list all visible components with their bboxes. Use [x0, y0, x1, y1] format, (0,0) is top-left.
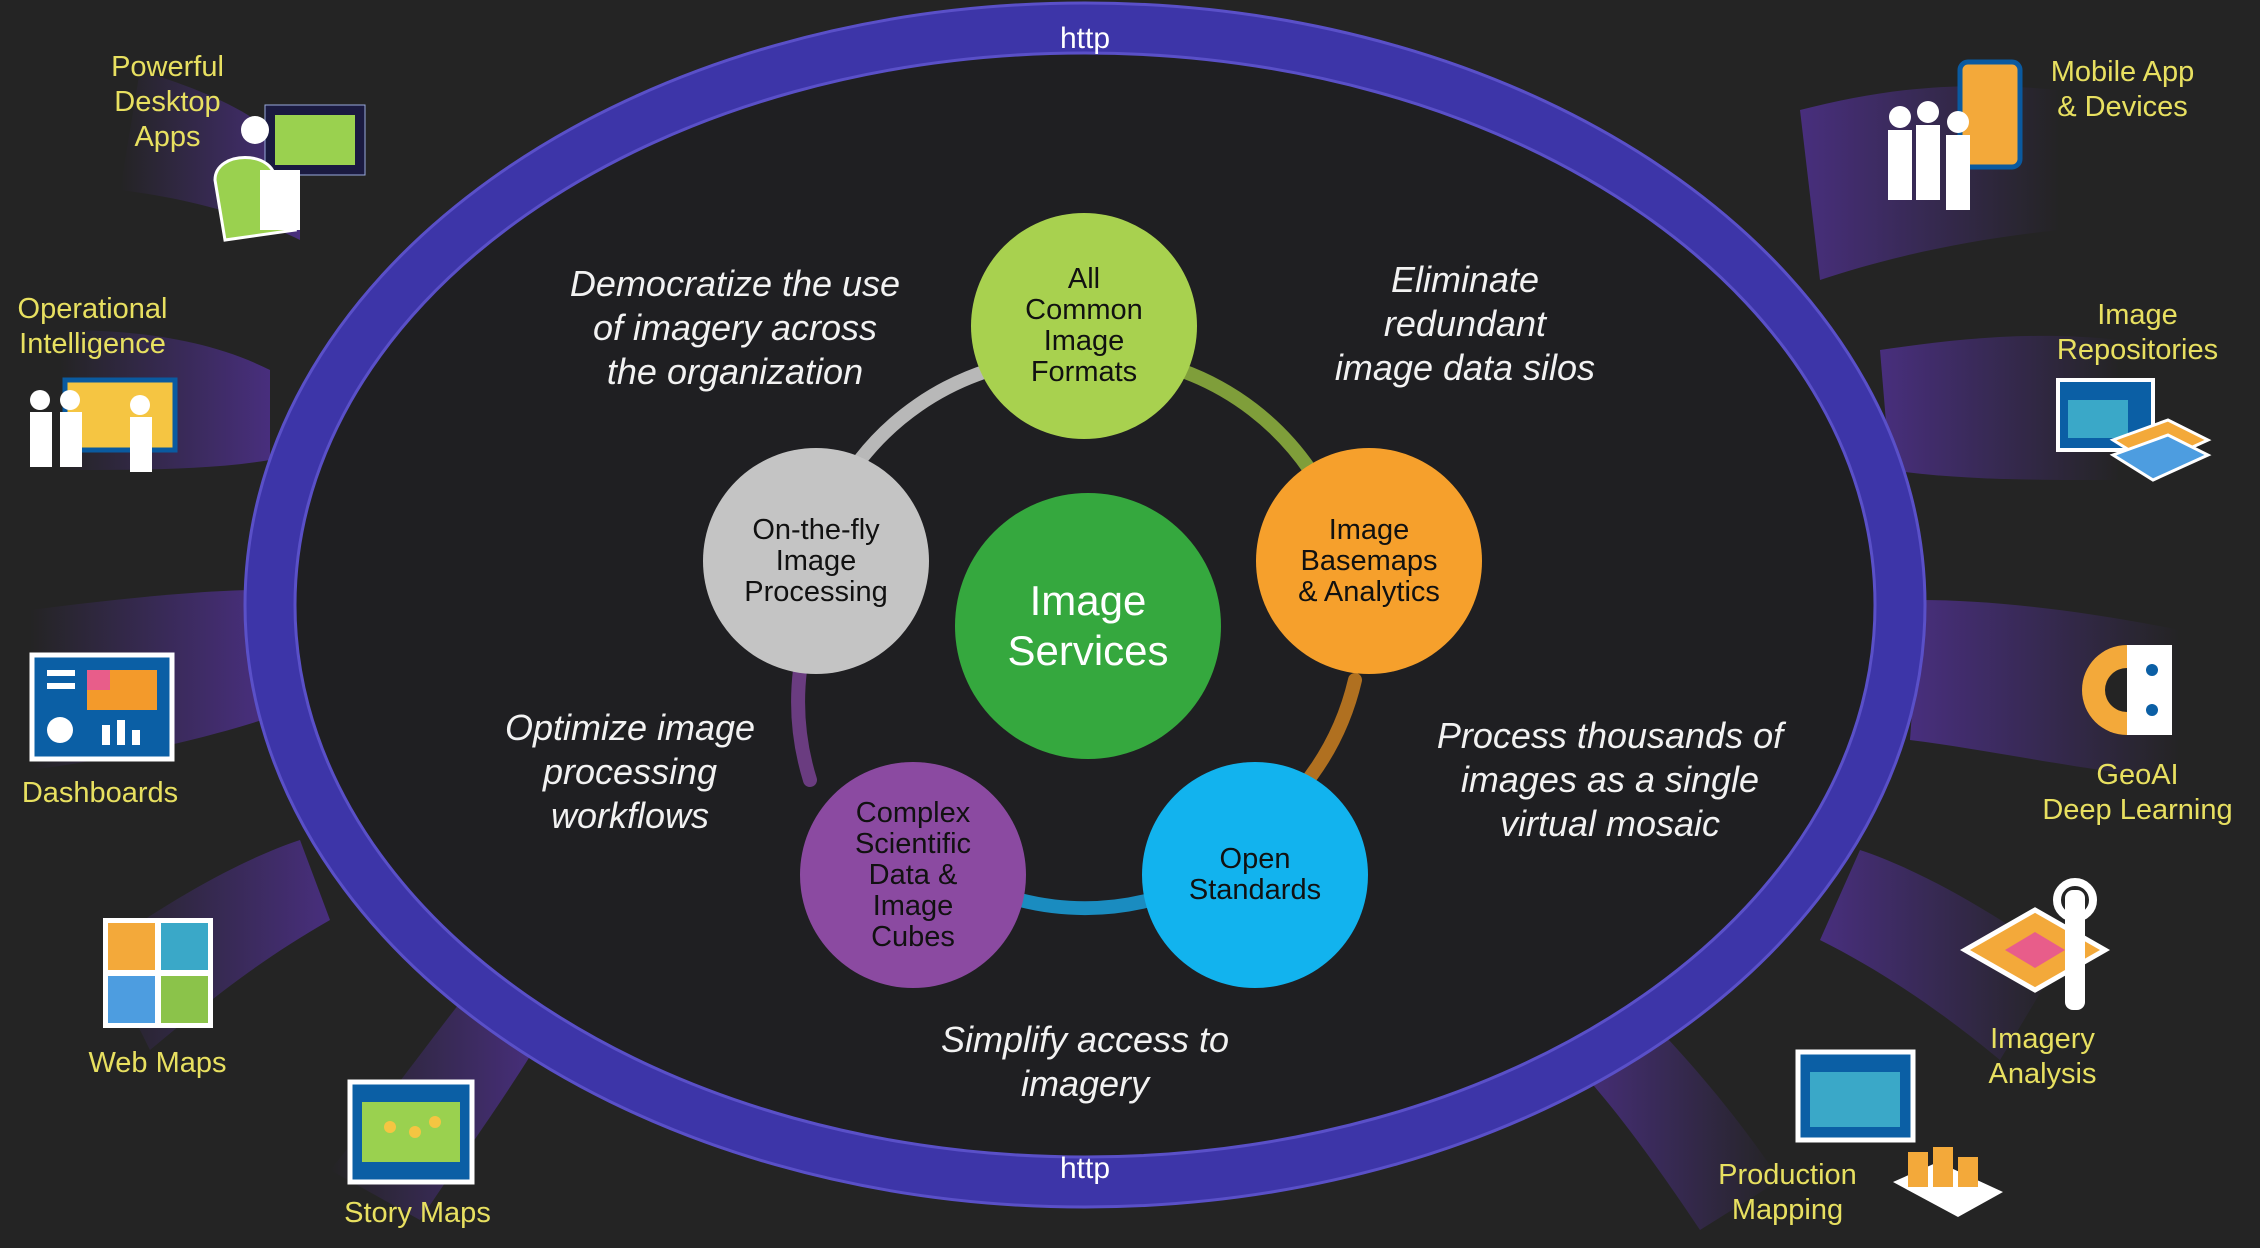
statement-process: Process thousands of images as a single … — [1436, 715, 1784, 844]
web-map-icon — [103, 918, 213, 1028]
statement-democratize: Democratize the use of imagery across th… — [569, 263, 901, 392]
image-services-center: Image Services — [955, 493, 1221, 759]
mobile-users-icon — [1888, 59, 2023, 210]
desktop-user-icon — [213, 104, 366, 242]
statement-optimize: Optimize image processing workflows — [504, 707, 756, 836]
app-label-production: Production Mapping — [1718, 1159, 1857, 1226]
app-label-imagery-analysis: Imagery Analysis — [1988, 1023, 2097, 1090]
app-label-mobile: Mobile App & Devices — [2050, 56, 2195, 123]
dashboard-icon — [29, 652, 175, 762]
center-label: Image Services — [1007, 577, 1169, 674]
node-standards: Open Standards — [1142, 762, 1368, 988]
app-label-geoai: GeoAI Deep Learning — [2042, 759, 2233, 826]
node-processing-label: On-the-fly Image Processing — [744, 513, 888, 608]
node-formats-label: All Common Image Formats — [1025, 263, 1143, 388]
http-label-bottom: http — [1059, 1152, 1111, 1185]
http-label-top: http — [1059, 22, 1111, 55]
app-label-storymaps: Story Maps — [344, 1197, 491, 1229]
analysis-wrench-icon — [1959, 878, 2111, 1010]
story-map-icon — [347, 1079, 475, 1185]
app-label-dashboards: Dashboards — [21, 777, 179, 809]
node-basemaps-label: Image Basemaps & Analytics — [1298, 513, 1440, 608]
node-basemaps: Image Basemaps & Analytics — [1256, 448, 1482, 674]
briefing-team-icon — [30, 377, 178, 472]
node-formats: All Common Image Formats — [971, 213, 1197, 439]
statement-eliminate: Eliminate redundant image data silos — [1334, 259, 1596, 388]
statement-simplify: Simplify access to imagery — [940, 1019, 1230, 1104]
app-label-operational: Operational Intelligence — [17, 293, 168, 360]
production-map-icon — [1795, 1049, 2003, 1217]
app-label-desktop: Powerful Desktop Apps — [111, 51, 224, 153]
node-processing: On-the-fly Image Processing — [703, 448, 929, 674]
app-label-webmaps: Web Maps — [88, 1047, 227, 1079]
node-cubes: Complex Scientific Data & Image Cubes — [800, 762, 1026, 988]
node-cubes-label: Complex Scientific Data & Image Cubes — [854, 796, 972, 953]
node-standards-label: Open Standards — [1188, 843, 1322, 906]
image-stack-icon — [2056, 378, 2212, 482]
ai-gear-icon — [2082, 645, 2172, 735]
app-label-repositories: Image Repositories — [2056, 299, 2219, 366]
